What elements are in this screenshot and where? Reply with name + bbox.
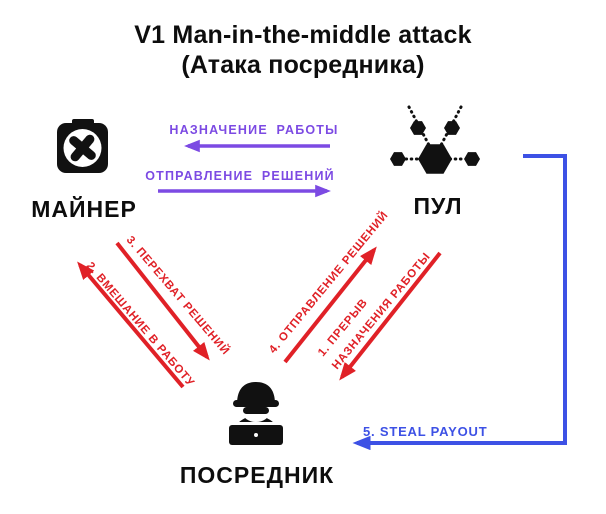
pool-hex-left: [390, 152, 406, 166]
forward-solutions-arrow: [283, 246, 377, 364]
assign-work-label: НАЗНАЧЕНИЕ РАБОТЫ: [169, 123, 338, 137]
diagram-title: V1 Man-in-the-middle attack (Атака посре…: [0, 20, 606, 80]
hacker-hat-brim: [233, 400, 279, 407]
hacker-laptop-icon: [226, 382, 286, 448]
interrupt-arrow: [339, 251, 442, 381]
steal-payout-label: 5. STEAL PAYOUT: [363, 424, 487, 439]
pool-hex-topright: [444, 121, 460, 135]
hacker-hat-dome: [237, 382, 275, 404]
interfere-arrow: [77, 261, 185, 389]
pool-hex-center: [418, 144, 452, 174]
steal-payout-arrow: [352, 154, 567, 451]
pool-hex-right: [464, 152, 480, 166]
hexagon-network-icon: [390, 105, 480, 174]
send-solutions-label: ОТПРАВЛЕНИЕ РЕШЕНИЙ: [145, 168, 335, 183]
pool-hex-topleft: [410, 121, 426, 135]
pickaxe-bar-2: [70, 134, 95, 162]
hacker-glasses: [243, 407, 269, 414]
miner-label: МАЙНЕР: [31, 195, 137, 222]
title-line2: (Атака посредника): [181, 51, 425, 79]
pickaxe-crate-icon: [57, 119, 108, 173]
title-line1: V1 Man-in-the-middle attack: [134, 21, 472, 49]
intercept-arrow: [115, 241, 210, 361]
middleman-label: ПОСРЕДНИК: [180, 462, 334, 488]
laptop-logo-dot: [254, 433, 258, 437]
pool-label: ПУЛ: [413, 193, 462, 219]
forward-solutions-label: 4. ОТПРАВЛЕНИЕ РЕШЕНИЙ: [266, 209, 391, 356]
